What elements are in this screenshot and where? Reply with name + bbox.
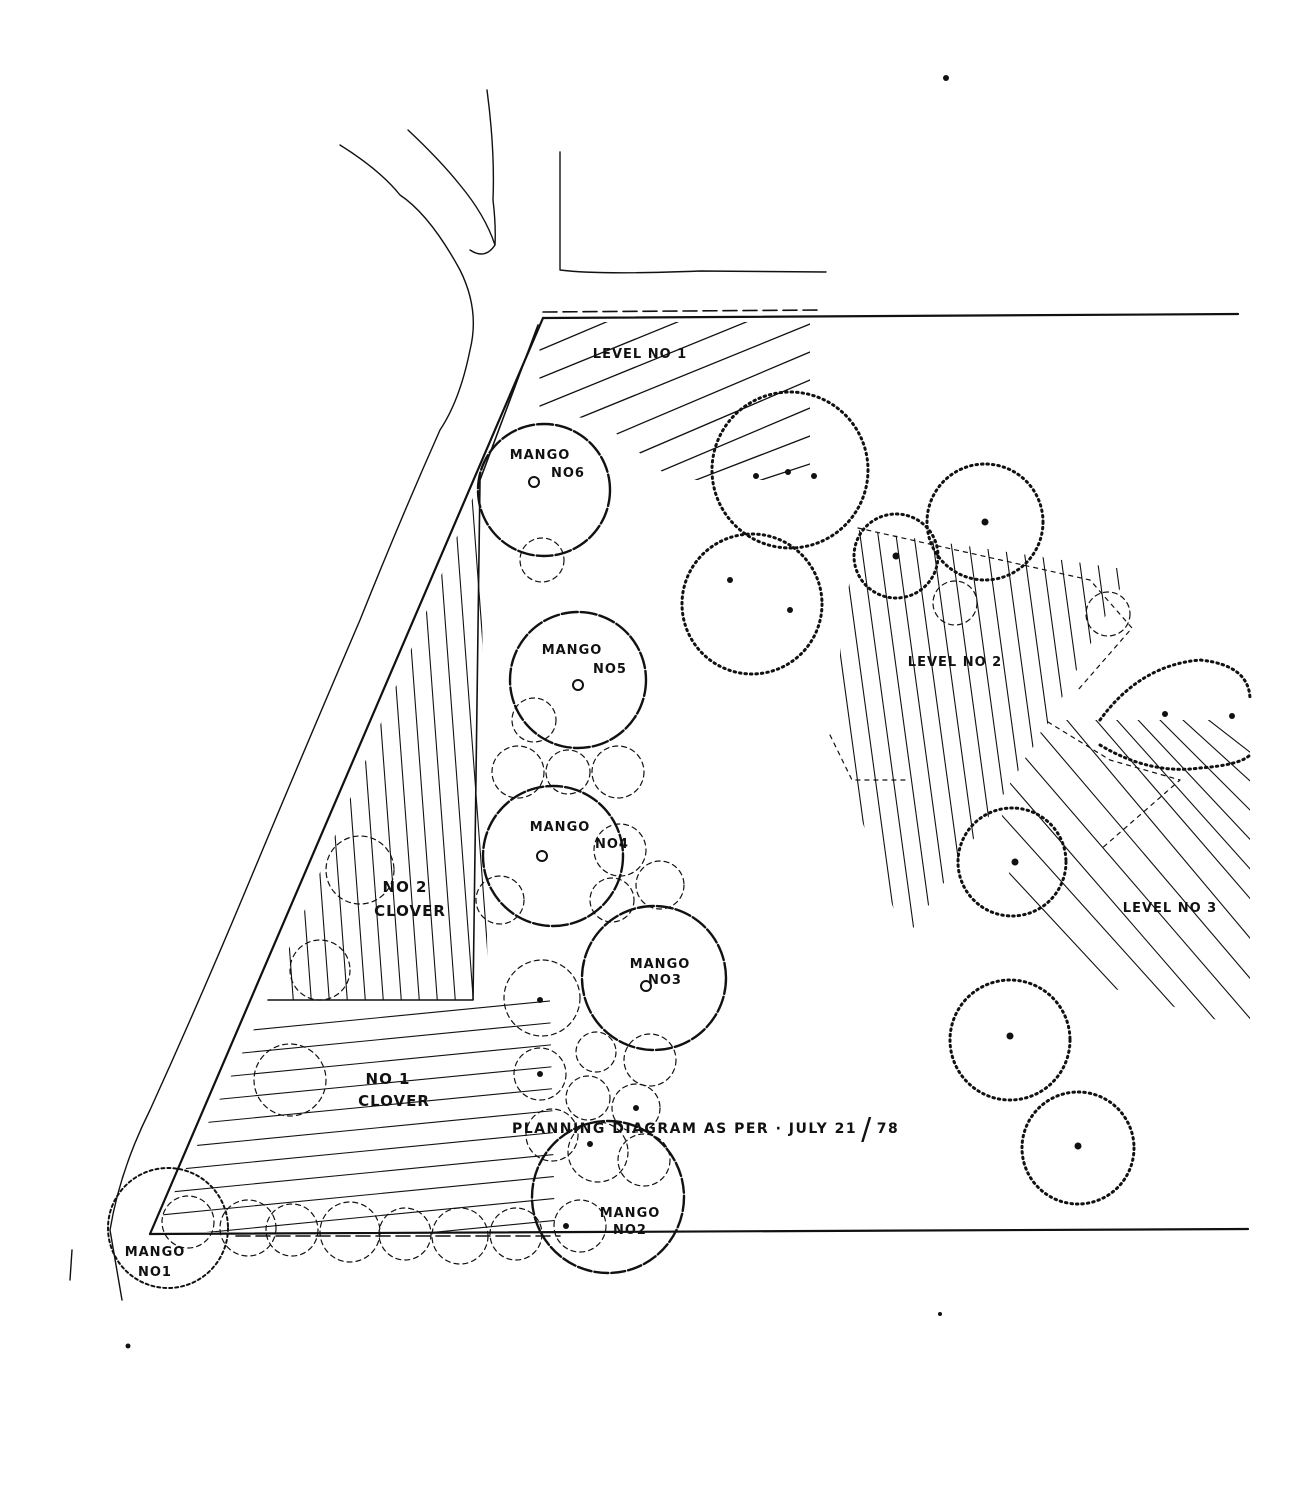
mango-6-number: NO6: [551, 466, 585, 481]
site-boundary: [148, 312, 1250, 1236]
clover-1-line2: CLOVER: [358, 1092, 430, 1110]
diagram-caption: PLANNING DIAGRAM AS PER · JULY 21/78: [512, 1112, 899, 1147]
clover-1-line1: NO 1: [366, 1070, 411, 1088]
clover-2-line2: CLOVER: [374, 902, 446, 920]
hatch-level-2: [840, 530, 1130, 940]
mango-tree-1: MANGO NO1: [107, 1167, 229, 1289]
level-3-label: LEVEL NO 3: [1123, 901, 1217, 916]
mango-tree-6: MANGO NO6: [476, 422, 612, 558]
mango-4-word: MANGO: [530, 820, 591, 835]
shrubs: [680, 390, 1252, 1206]
mango-tree-2: MANGO NO2: [530, 1119, 686, 1275]
bed-outline-dashed: [829, 527, 1181, 851]
level-1-label: LEVEL NO 1: [593, 347, 687, 362]
road-lines: [69, 89, 827, 1301]
mango-2-number: NO2: [613, 1223, 647, 1238]
dashed-edge: [235, 309, 821, 1237]
mango-tree-5: MANGO NO5: [508, 610, 648, 750]
level-2-label: LEVEL NO 2: [908, 655, 1002, 670]
mango-1-number: NO1: [138, 1265, 172, 1280]
hatch-clover-2: [268, 480, 488, 1000]
plant-centres: [125, 75, 1235, 1349]
mango-3-number: NO3: [648, 973, 682, 988]
companion-plants: [161, 537, 1131, 1265]
mango-4-number: NO4: [595, 837, 629, 852]
mango-5-number: NO5: [593, 662, 627, 677]
mango-tree-3: MANGO NO3: [580, 904, 728, 1052]
caption-slash: /: [861, 1112, 873, 1147]
caption-text: PLANNING DIAGRAM AS PER · JULY 21: [512, 1121, 858, 1137]
mango-2-word: MANGO: [600, 1206, 661, 1221]
mango-6-word: MANGO: [510, 448, 571, 463]
hatch-level-1: [539, 322, 810, 480]
mango-1-word: MANGO: [125, 1245, 186, 1260]
clover-2-line1: NO 2: [383, 878, 428, 896]
mango-3-word: MANGO: [630, 957, 691, 972]
mango-5-word: MANGO: [542, 643, 603, 658]
mango-tree-4: MANGO NO4: [481, 784, 629, 928]
caption-year: 78: [876, 1121, 900, 1137]
hatch-clover-1: [155, 1000, 555, 1232]
